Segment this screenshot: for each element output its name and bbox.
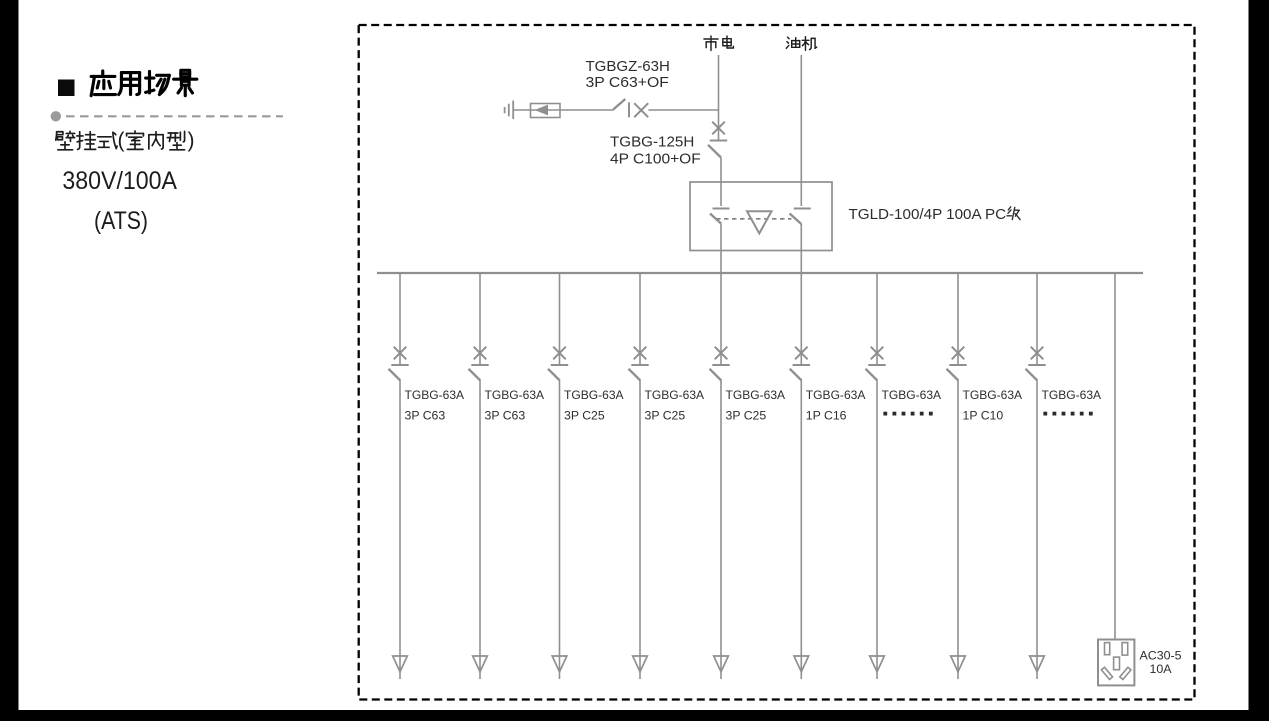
- svg-text:3P C25: 3P C25: [645, 409, 686, 423]
- svg-text:10A: 10A: [1149, 662, 1172, 676]
- svg-text:3P C63: 3P C63: [405, 409, 446, 423]
- svg-text:TGBG-63A: TGBG-63A: [806, 388, 866, 402]
- svg-text:TGBG-63A: TGBG-63A: [726, 388, 786, 402]
- svg-text:): ): [188, 129, 195, 152]
- svg-text:3P C63+OF: 3P C63+OF: [586, 74, 669, 91]
- svg-text:TGBGZ-63H: TGBGZ-63H: [586, 58, 670, 75]
- svg-text:3P C63: 3P C63: [485, 409, 526, 423]
- svg-text:TGBG-63A: TGBG-63A: [963, 388, 1023, 402]
- svg-text:3P C25: 3P C25: [726, 409, 767, 423]
- svg-text:TGBG-63A: TGBG-63A: [882, 388, 942, 402]
- svg-text:3P C25: 3P C25: [564, 409, 605, 423]
- svg-text:4P C100+OF: 4P C100+OF: [610, 150, 701, 167]
- svg-text:380V/100A: 380V/100A: [62, 167, 177, 195]
- svg-text:TGBG-63A: TGBG-63A: [564, 388, 624, 402]
- svg-text:TGBG-63A: TGBG-63A: [485, 388, 545, 402]
- svg-text:TGBG-63A: TGBG-63A: [1042, 388, 1102, 402]
- svg-text:(ATS): (ATS): [94, 207, 148, 235]
- svg-text:(: (: [118, 129, 125, 152]
- svg-text:TGBG-125H: TGBG-125H: [610, 134, 694, 151]
- svg-text:TGBG-63A: TGBG-63A: [645, 388, 705, 402]
- svg-text:TGLD-100/4P 100A PC: TGLD-100/4P 100A PC: [849, 206, 1007, 223]
- svg-text:1P C10: 1P C10: [963, 409, 1004, 423]
- svg-text:TGBG-63A: TGBG-63A: [405, 388, 465, 402]
- svg-text:AC30-5: AC30-5: [1139, 648, 1181, 662]
- svg-text:1P C16: 1P C16: [806, 409, 847, 423]
